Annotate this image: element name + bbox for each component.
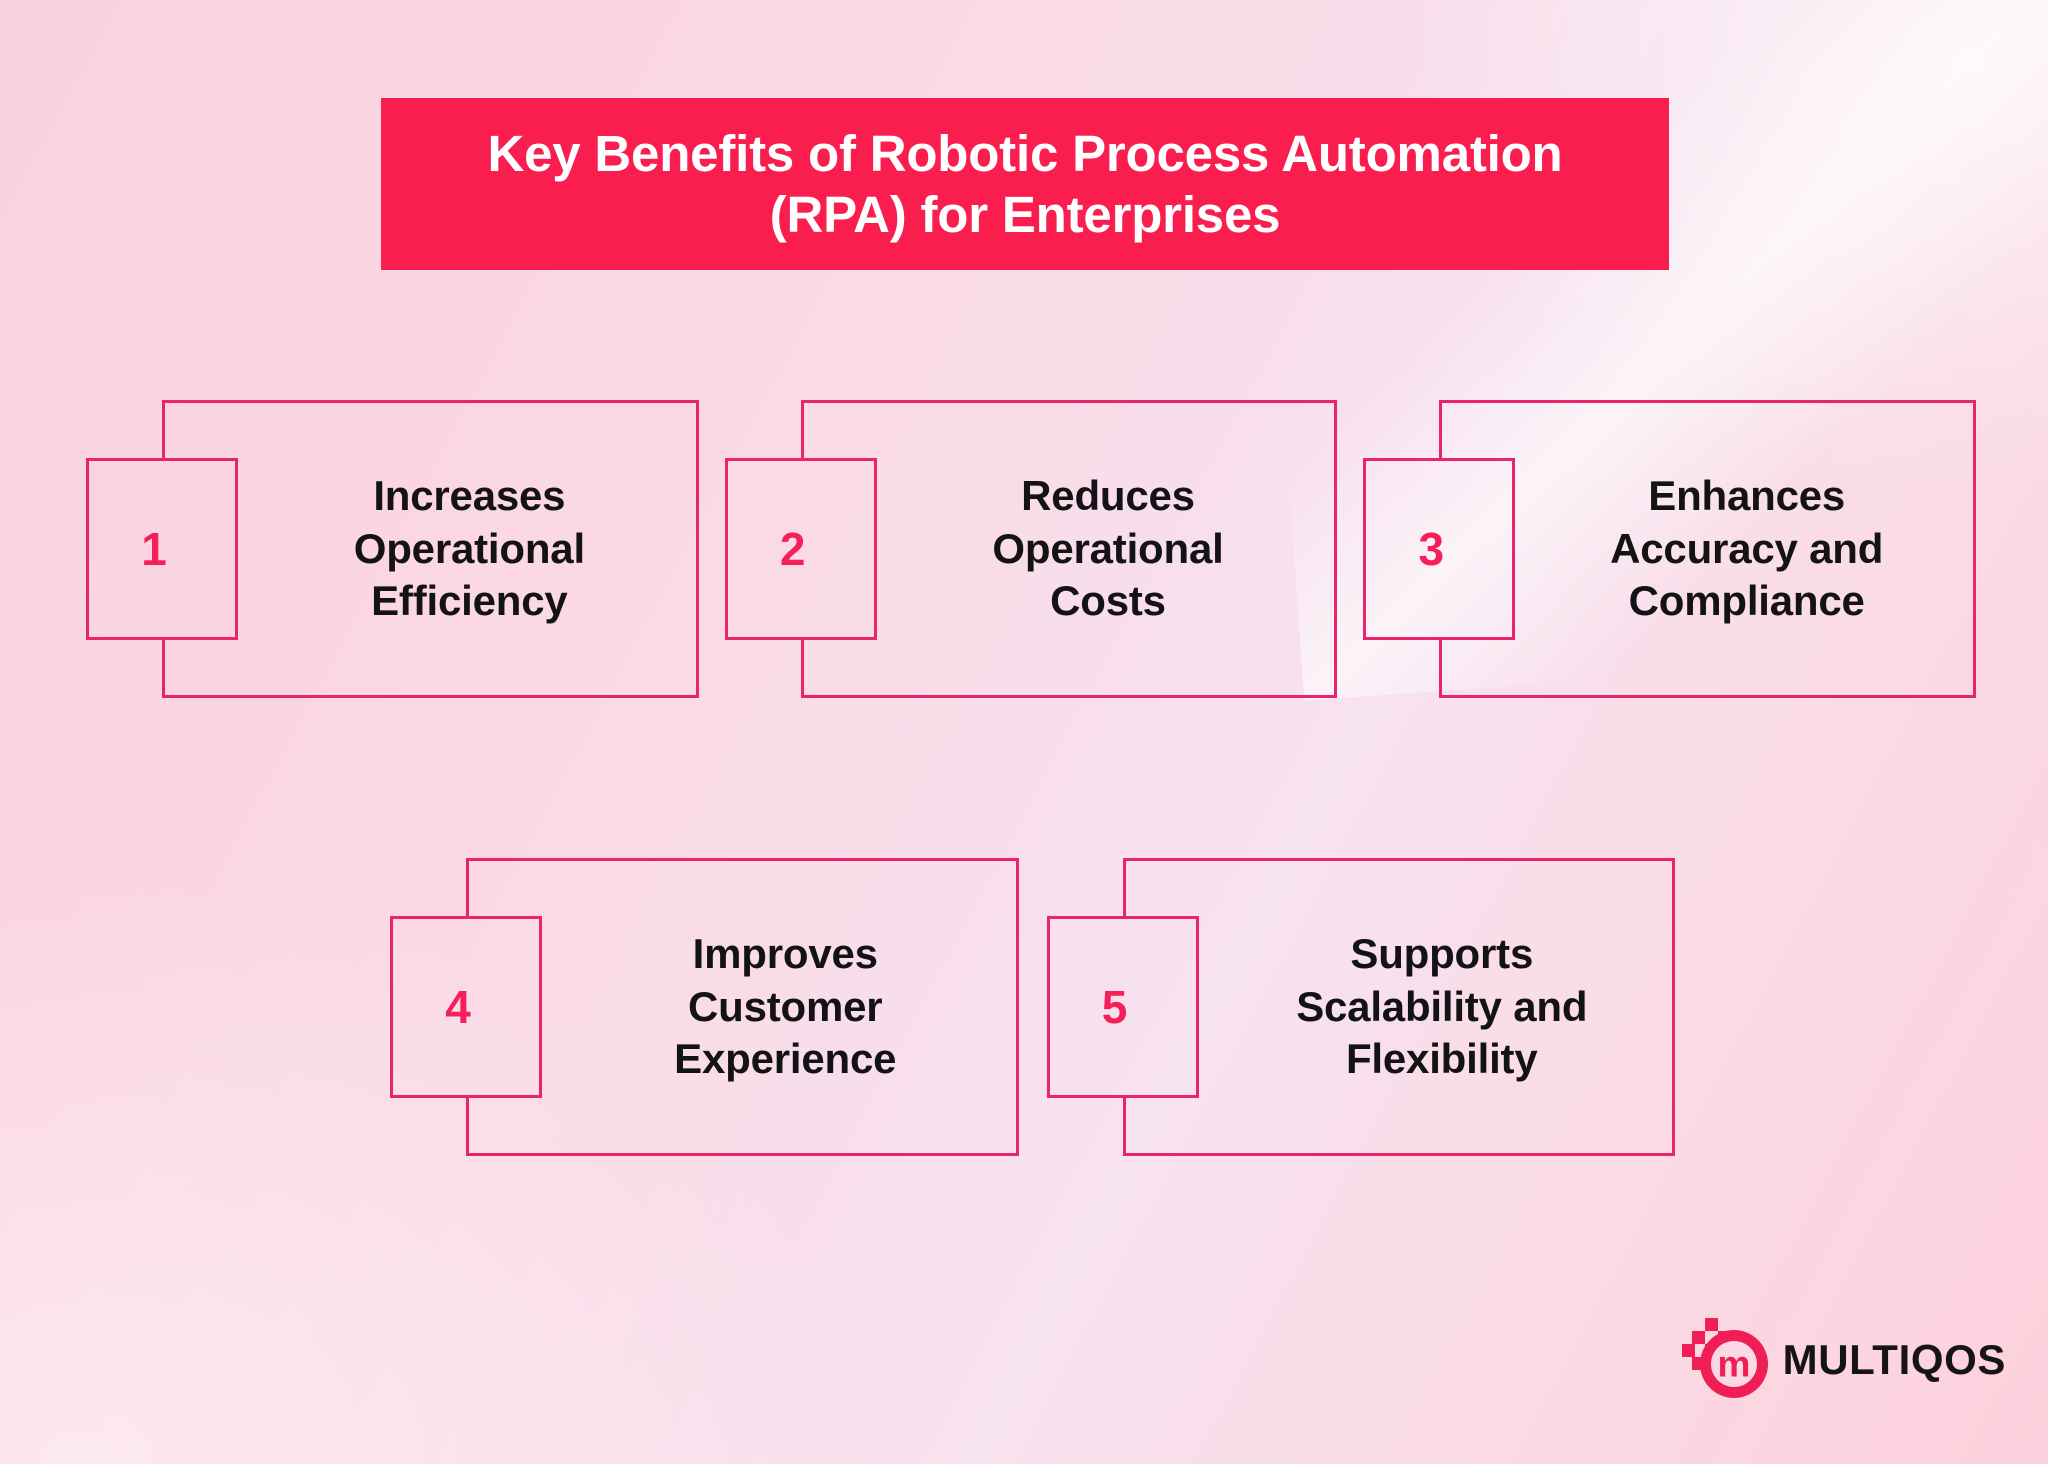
card-border-top (1122, 858, 1675, 861)
benefit-label-1-line-3: Efficiency (371, 577, 568, 625)
card-border-bottom (1439, 695, 1977, 698)
card-border-top (1439, 400, 1977, 403)
card-border-right (695, 400, 699, 698)
benefits-row-one: 1 Increases Operational Efficiency 2 (86, 400, 1977, 698)
benefit-number-box-2: 2 (724, 458, 877, 640)
card-border-bottom (466, 1153, 1019, 1156)
benefit-number-5: 5 (1101, 981, 1128, 1033)
benefit-label-5-line-3: Flexibility (1345, 1035, 1538, 1083)
benefit-label-4-line-1: Improves (692, 929, 878, 977)
card-border-right (1672, 858, 1675, 1156)
card-border-right (1015, 858, 1019, 1156)
benefit-label-2-line-3: Costs (1050, 577, 1166, 625)
card-border-bottom (162, 695, 699, 698)
benefit-number-1: 1 (141, 523, 167, 575)
benefit-number-4: 4 (445, 981, 471, 1033)
benefit-label-2-line-1: Reduces (1021, 471, 1195, 519)
card-border-top (162, 400, 699, 403)
benefit-number-3: 3 (1418, 523, 1445, 575)
benefit-label-5-line-1: Supports (1350, 929, 1534, 977)
benefit-number-box-5: 5 (1046, 916, 1199, 1098)
multiqos-wordmark: MULTIQOS (1782, 1336, 2006, 1383)
benefit-label-1: Increases Operational Efficiency (254, 400, 685, 698)
card-border-bottom (1122, 1153, 1675, 1156)
brand-logo: m MULTIQOS (1678, 1314, 2006, 1406)
benefit-label-4-line-3: Experience (674, 1035, 897, 1083)
card-border-left-lower (1439, 640, 1443, 698)
title-banner: Key Benefits of Robotic Process Automati… (381, 98, 1669, 270)
benefit-label-2: Reduces Operational Costs (893, 400, 1324, 698)
benefit-label-3: Enhances Accuracy and Compliance (1531, 400, 1962, 698)
benefit-label-3-line-2: Accuracy and (1610, 524, 1884, 572)
benefit-card-4[interactable]: 4 Improves Customer Experience (390, 858, 1019, 1156)
svg-text:m: m (1717, 1344, 1750, 1385)
title-line-2: (RPA) for Enterprises (769, 186, 1281, 243)
card-border-left-lower (466, 1098, 469, 1156)
page-title: Key Benefits of Robotic Process Automati… (461, 123, 1588, 245)
card-border-left-upper (1439, 400, 1443, 458)
benefit-label-2-line-2: Operational (992, 524, 1224, 572)
benefit-number-box-1: 1 (86, 458, 238, 640)
benefit-label-4: Improves Customer Experience (566, 858, 1005, 1156)
benefit-card-5[interactable]: 5 Supports Scalability and Flexibility (1046, 858, 1675, 1156)
benefit-label-5-line-2: Scalability and (1296, 982, 1588, 1030)
card-border-left-upper (1122, 858, 1126, 916)
benefit-label-1-line-2: Operational (353, 524, 585, 572)
card-border-right (1334, 400, 1338, 698)
benefit-label-5: Supports Scalability and Flexibility (1223, 858, 1662, 1156)
benefit-card-3[interactable]: 3 Enhances Accuracy and Compliance (1363, 400, 1977, 698)
multiqos-logo-icon: m (1678, 1314, 1770, 1406)
benefit-label-3-line-1: Enhances (1648, 471, 1846, 519)
benefit-number-box-4: 4 (390, 916, 542, 1098)
card-border-left-upper (162, 400, 165, 458)
benefit-number-2: 2 (779, 523, 806, 575)
card-border-left-lower (162, 640, 165, 698)
benefit-number-box-3: 3 (1363, 458, 1516, 640)
benefit-card-1[interactable]: 1 Increases Operational Efficiency (86, 400, 699, 698)
benefit-label-4-line-2: Customer (688, 982, 883, 1030)
benefit-label-1-line-1: Increases (373, 471, 566, 519)
card-border-top (466, 858, 1019, 861)
benefit-label-3-line-3: Compliance (1628, 577, 1865, 625)
card-border-left-lower (800, 640, 804, 698)
title-line-1: Key Benefits of Robotic Process Automati… (487, 124, 1563, 182)
card-border-bottom (800, 695, 1338, 698)
card-border-left-upper (800, 400, 804, 458)
card-border-top (800, 400, 1338, 403)
card-border-left-upper (466, 858, 469, 916)
benefit-card-2[interactable]: 2 Reduces Operational Costs (724, 400, 1338, 698)
card-border-left-lower (1122, 1098, 1126, 1156)
card-border-right (1973, 400, 1977, 698)
benefits-row-two: 4 Improves Customer Experience 5 Supp (390, 858, 1675, 1156)
